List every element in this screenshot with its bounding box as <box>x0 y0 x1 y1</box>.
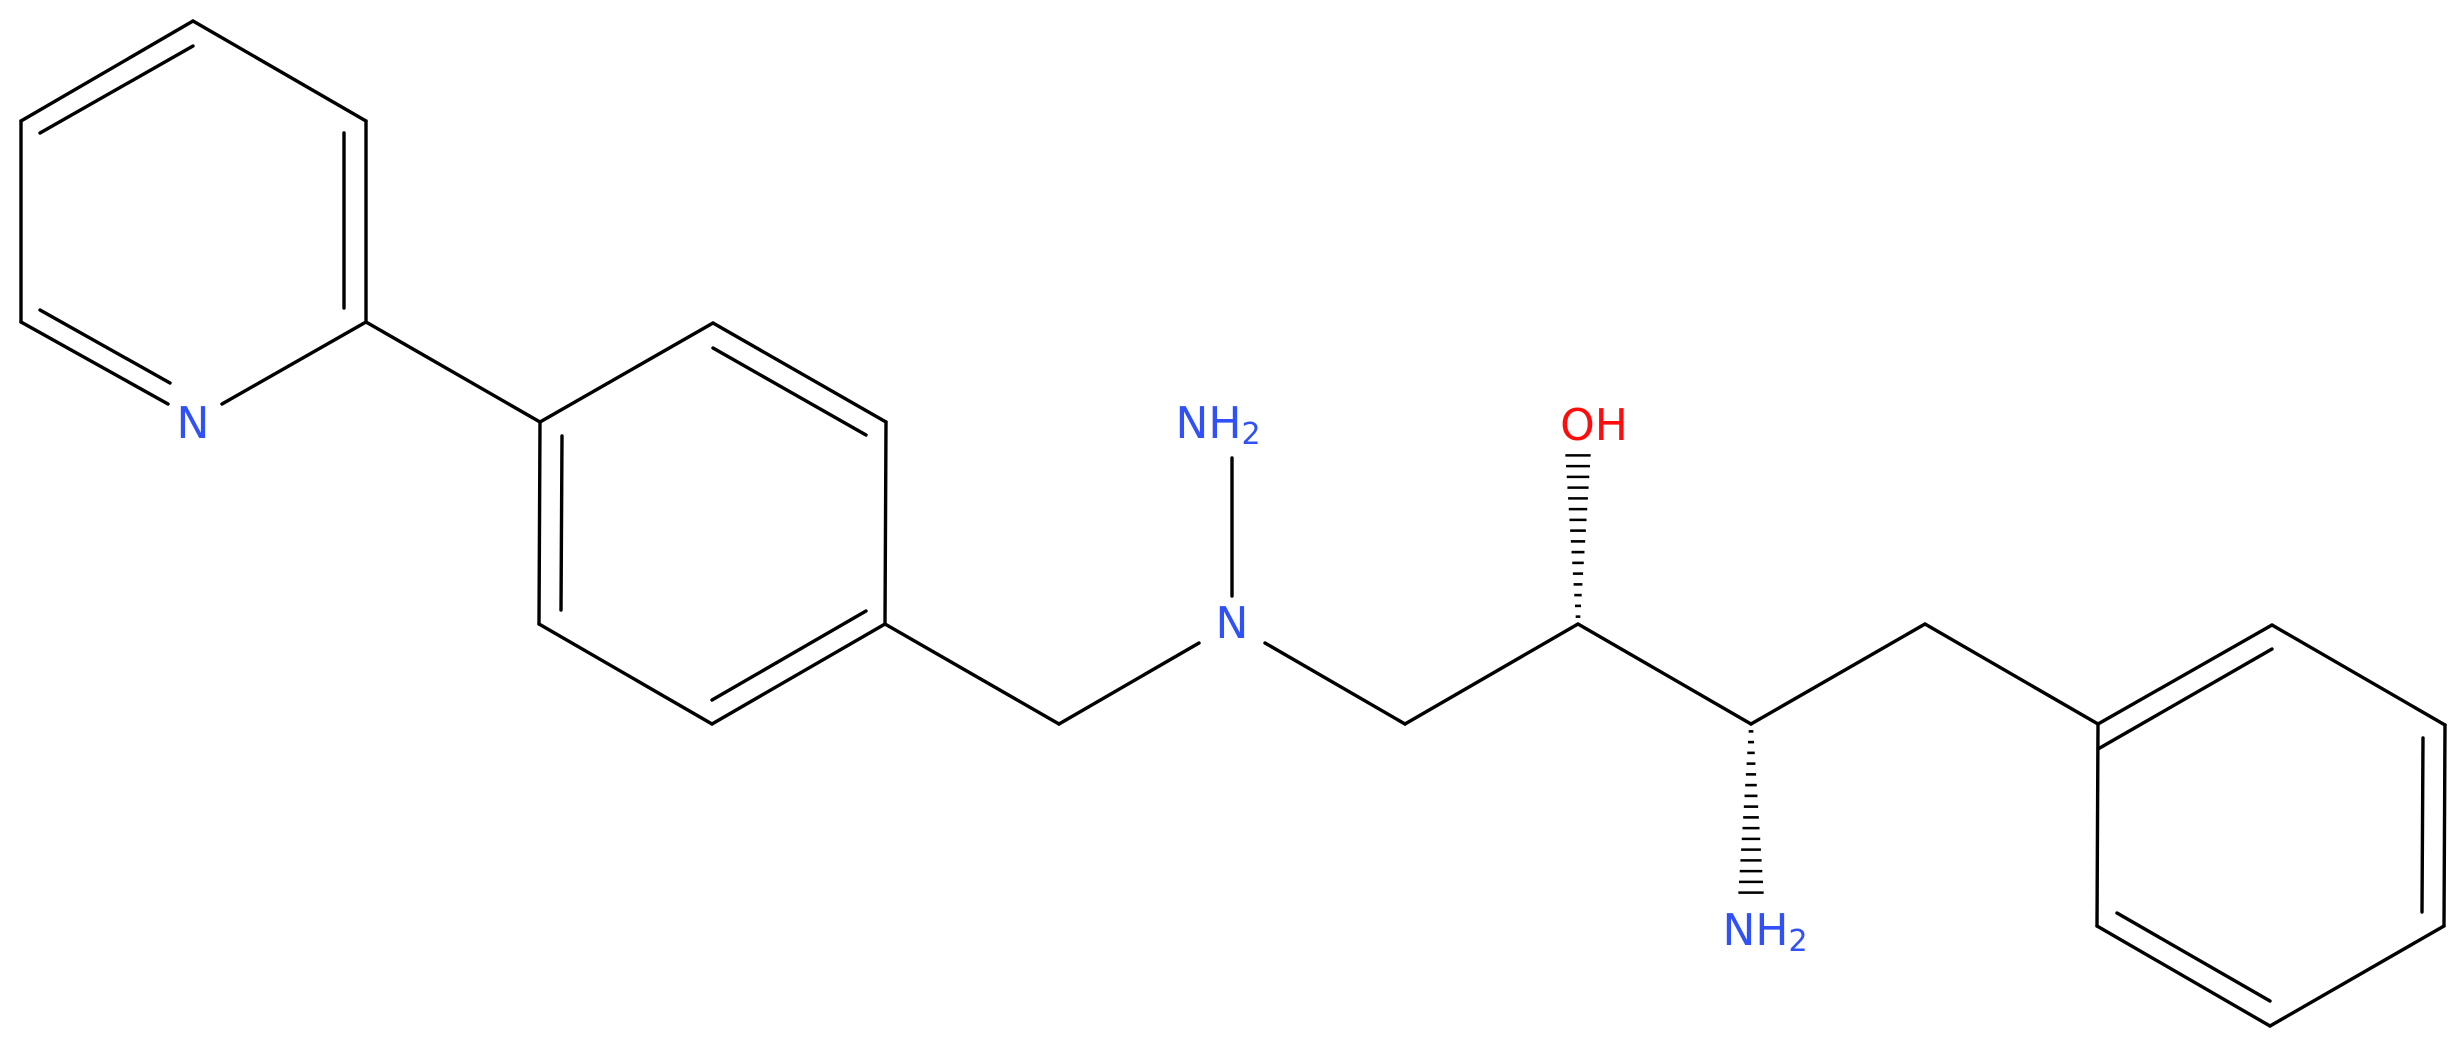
hashed-wedge-bond-oh <box>1565 454 1591 618</box>
bond <box>19 19 195 123</box>
bond <box>2268 924 2446 1028</box>
bond <box>2420 736 2425 914</box>
stereo-bond-layer <box>1565 454 1764 894</box>
atom-subscript: 2 <box>1241 417 1260 452</box>
bond <box>2442 723 2447 928</box>
atom-symbol: NH <box>1175 398 1241 449</box>
bond <box>538 321 715 424</box>
bond <box>38 308 172 385</box>
bond <box>2270 623 2447 727</box>
atom-label-hydrazine-nh2: NH2 <box>1175 398 1260 452</box>
bond <box>2115 911 2272 1003</box>
bond <box>19 320 170 406</box>
bond <box>2095 722 2100 928</box>
bond-layer <box>19 19 2447 1028</box>
bond <box>710 609 868 702</box>
bond <box>38 44 195 135</box>
bond <box>559 434 564 612</box>
bond <box>1576 622 1753 726</box>
atom-symbol: OH <box>1560 400 1628 451</box>
atom-label-pyridine-n: N <box>177 398 210 449</box>
bond <box>1057 641 1201 726</box>
atom-label-amine-nh2: NH2 <box>1722 905 1807 959</box>
bond <box>2095 924 2272 1028</box>
bond <box>1923 622 2100 726</box>
bond <box>711 346 868 437</box>
bond <box>537 622 714 726</box>
atom-label-layer: N N NH2 OH NH2 <box>177 398 1808 959</box>
atom-label-hydrazine-n: N <box>1216 598 1249 649</box>
bond <box>711 321 888 424</box>
atom-symbol: NH <box>1722 905 1788 956</box>
bond <box>1749 622 1927 726</box>
bond <box>710 622 887 726</box>
bond <box>364 320 542 424</box>
bond <box>1403 622 1580 726</box>
bond <box>2096 647 2274 751</box>
bond <box>2096 623 2274 726</box>
atom-symbol: N <box>177 398 210 449</box>
bond <box>220 320 368 406</box>
bond <box>537 420 542 626</box>
bond <box>1263 641 1407 726</box>
atom-subscript: 2 <box>1788 924 1807 959</box>
bond <box>883 420 888 626</box>
bond <box>191 19 368 123</box>
atom-label-hydroxyl: OH <box>1560 400 1628 451</box>
atom-symbol: N <box>1216 598 1249 649</box>
bond <box>883 622 1061 726</box>
hashed-wedge-bond-nh2 <box>1738 730 1764 894</box>
